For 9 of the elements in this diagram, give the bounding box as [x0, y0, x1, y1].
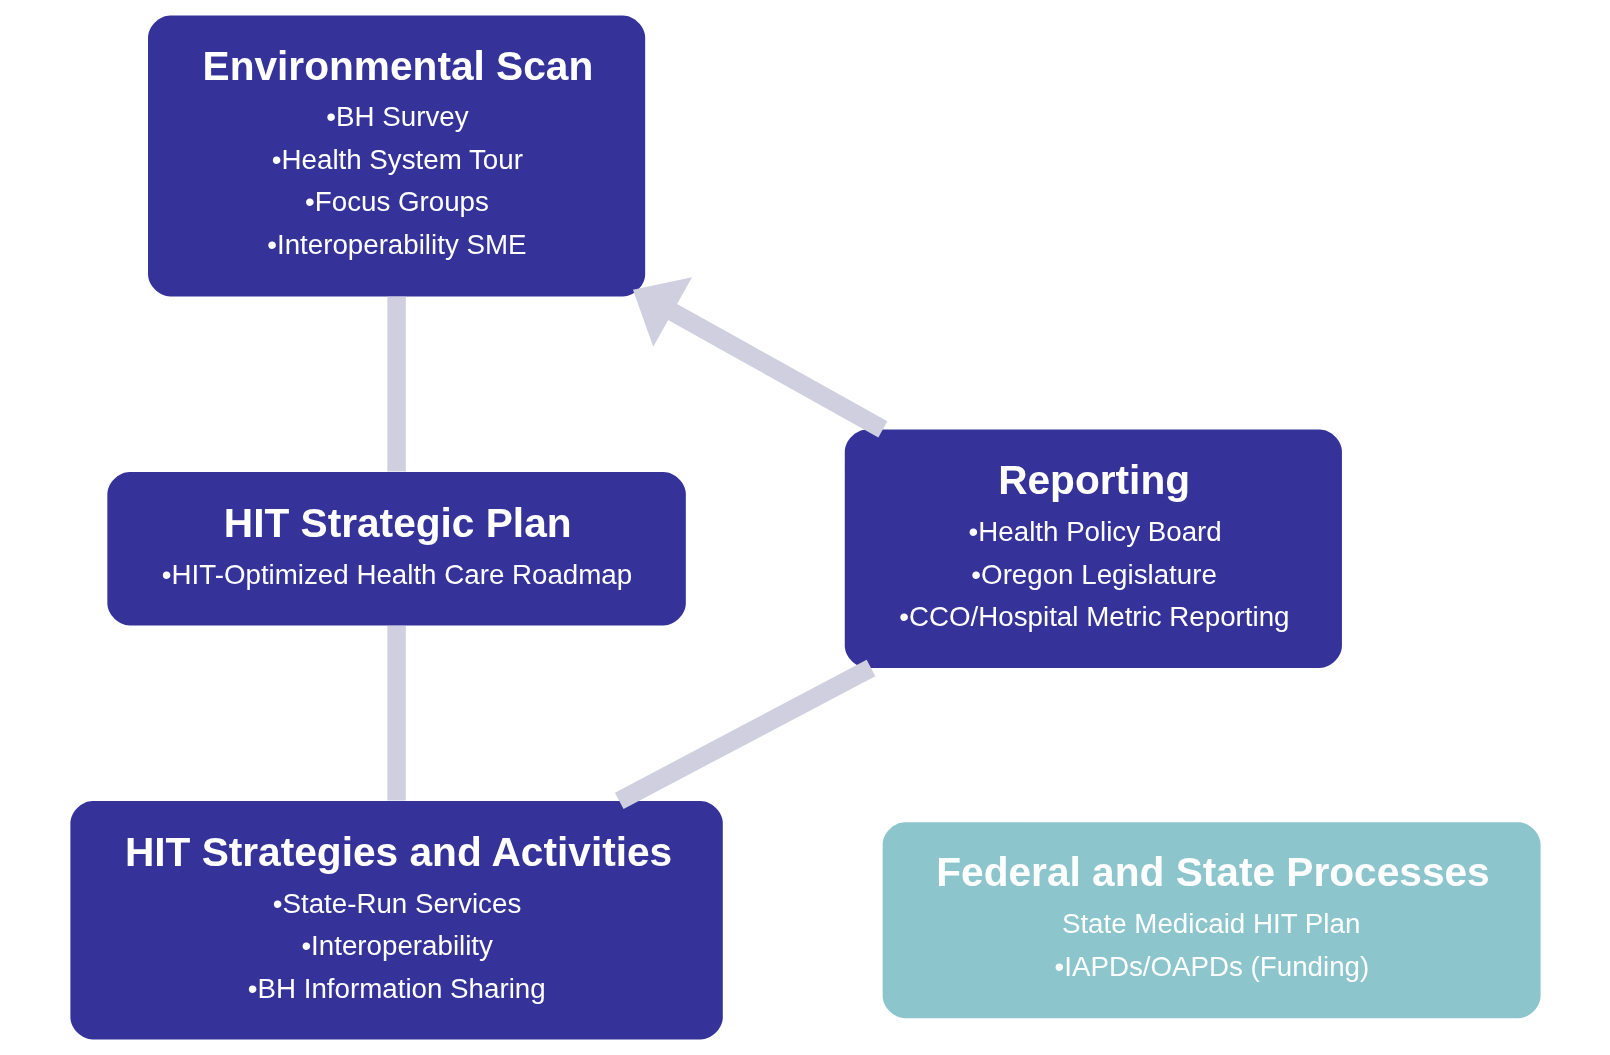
node-box: Federal and State Processes State Medicaid HIT Plan •IAPDs/OAPDs (Funding) [882, 822, 1541, 1019]
connector [386, 625, 406, 801]
node-box: HIT Strategic Plan •HIT-Optimized Health Care Roadmap [106, 472, 686, 626]
connector [386, 296, 406, 472]
node-box: HIT Strategies and Activities •State-Run Services •Interoperability •BH Information Sharing [69, 801, 723, 1040]
node-box: Reporting •Health Policy Board •Oregon Legislature •CCO/Hospital Metric Reporting [844, 429, 1342, 668]
node-box: Environmental Scan •BH Survey •Health System Tour •Focus Groups •Interoperability SME [147, 15, 645, 297]
connector [614, 659, 875, 810]
arrow [632, 277, 887, 438]
